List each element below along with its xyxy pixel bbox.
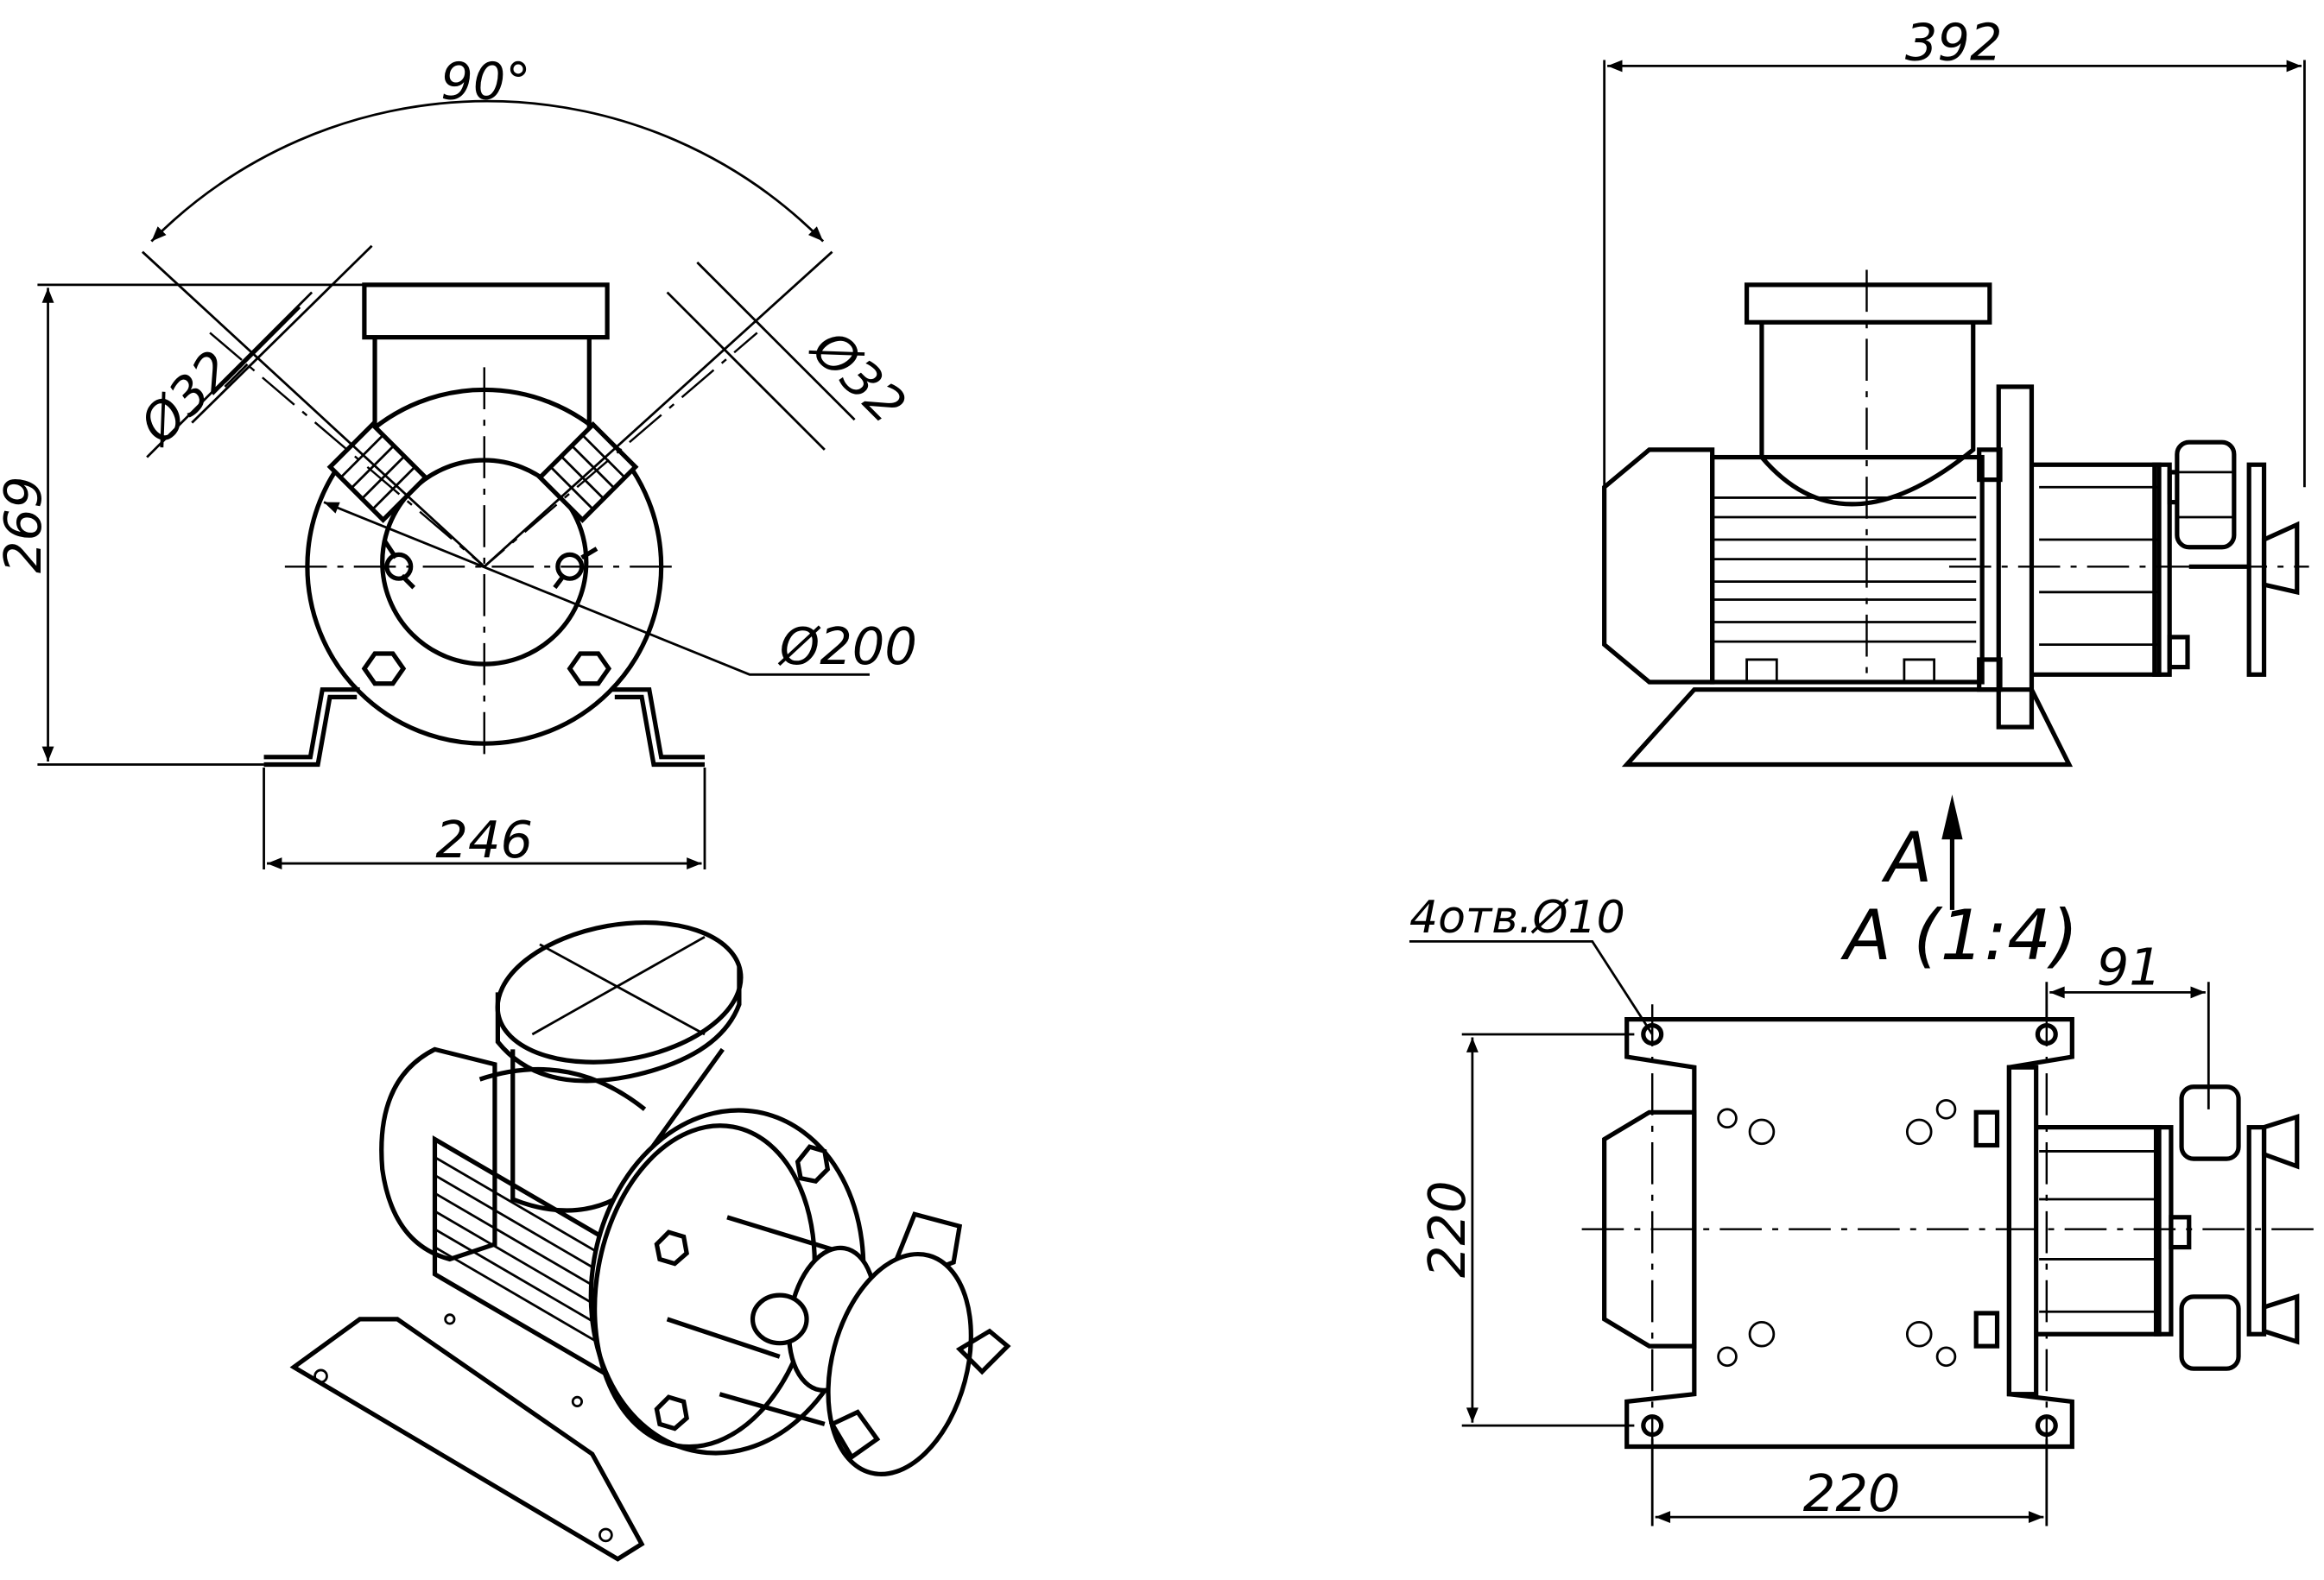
holes-note: 4отв.Ø10 — [1409, 892, 1625, 944]
hole-spacing-label: 220 — [1803, 1463, 1901, 1523]
iso-inlet-nozzle — [750, 1292, 809, 1346]
iso-hex-nut-2 — [654, 1229, 689, 1267]
isometric-view — [289, 920, 1011, 1562]
right-nozzle-diameter: Ø32 — [799, 317, 917, 435]
iso-base-bracket — [289, 1317, 645, 1562]
left-nozzle-diameter: Ø32 — [126, 339, 244, 458]
inlet-tube — [372, 337, 592, 427]
depth-label: 220 — [1417, 1180, 1477, 1278]
side-view: 392 — [1602, 12, 2309, 768]
height-label: 269 — [0, 476, 53, 573]
angle-90-label: 90° — [440, 52, 531, 111]
top-base-plate — [1624, 1017, 2074, 1450]
side-outlet-nozzle — [2175, 439, 2237, 550]
wing-screw-left — [382, 538, 416, 590]
pump-head-frame — [2031, 462, 2162, 677]
side-wing-nut — [2261, 521, 2300, 596]
side-inlet-cap — [1744, 282, 1992, 325]
hex-nut-right — [567, 651, 612, 686]
base-width-label: 246 — [435, 810, 533, 869]
wing-screw-right — [553, 547, 598, 590]
iso-hex-nut-3 — [654, 1394, 689, 1431]
iso-motor-body — [432, 1135, 617, 1383]
top-fan-cover — [1602, 1109, 1697, 1349]
iso-fan-cover — [379, 1046, 497, 1262]
iso-tube — [510, 1047, 725, 1213]
right-foot — [614, 694, 705, 768]
overall-length-label: 392 — [1905, 12, 2003, 72]
top-view: 4отв.Ø10 220 220 91 — [1409, 892, 2317, 1526]
front-view: 90° Ø32 Ø32 Ø200 269 246 — [0, 52, 917, 870]
hex-nut-left — [361, 651, 407, 686]
view-arrow-letter: A — [1881, 818, 1933, 898]
top-nozzle-upper — [2179, 1084, 2241, 1161]
iso-wing-nut-1 — [955, 1328, 1011, 1375]
fan-cover — [1602, 447, 1715, 685]
pump-offset-label: 91 — [2097, 938, 2162, 997]
iso-hex-nut-1 — [795, 1144, 831, 1184]
foot-inner-edge — [263, 687, 705, 760]
view-title: A (1:4) — [1840, 895, 2078, 976]
side-flange-plate — [1996, 384, 2035, 730]
top-pump-frame — [2036, 1125, 2162, 1337]
side-inlet-tube — [1759, 322, 1976, 507]
iso-wing-nut-2 — [828, 1409, 881, 1461]
left-foot — [263, 694, 358, 768]
inlet-cap — [362, 282, 610, 340]
flange-diameter-label: Ø200 — [777, 616, 917, 676]
top-nozzle-lower — [2179, 1294, 2241, 1371]
motor-body — [1710, 454, 1985, 685]
view-arrow: A A (1:4) — [1840, 794, 2078, 976]
iso-tube-cap — [495, 920, 744, 1065]
